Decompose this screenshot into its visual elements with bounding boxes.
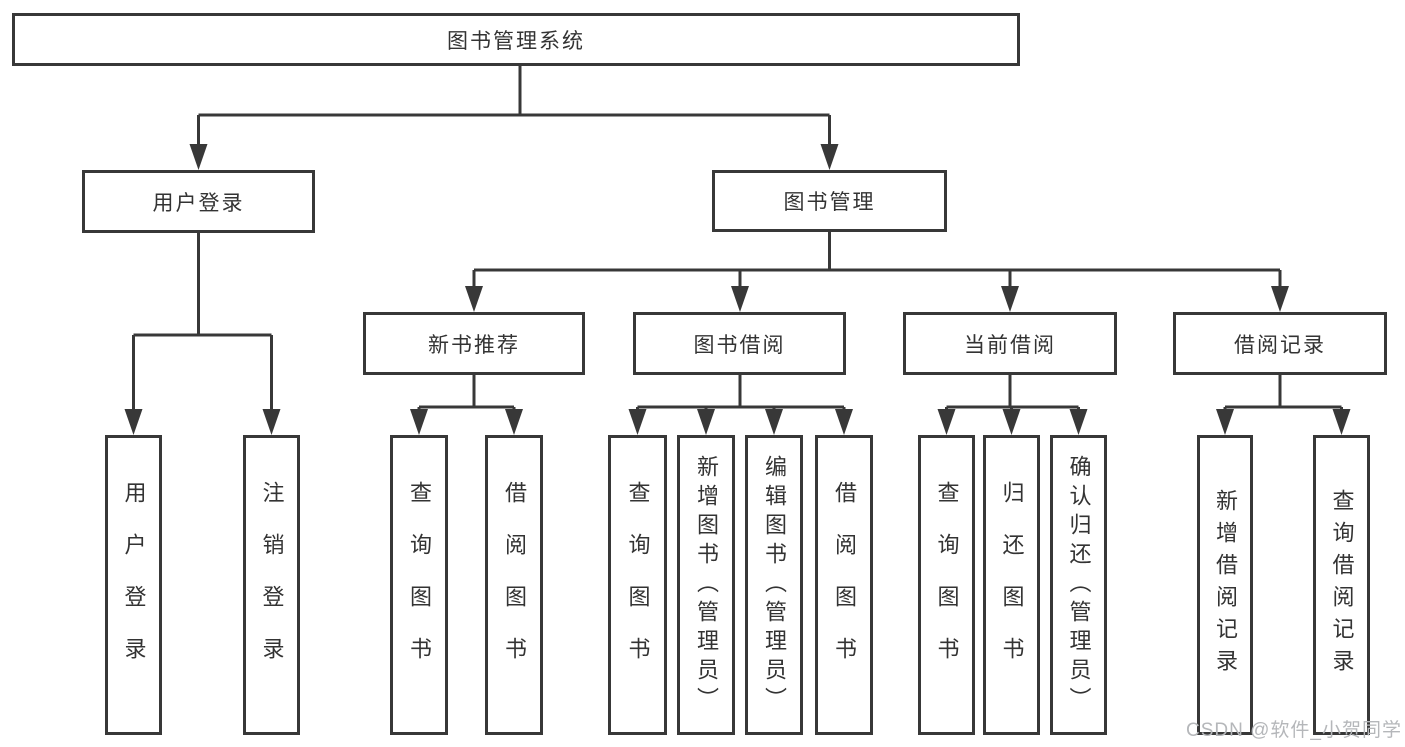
leaf-add-book-admin: 新增图书（管理员） xyxy=(677,435,735,735)
leaf-edit-book-admin-label: 编辑图书（管理员） xyxy=(762,454,787,716)
node-root: 图书管理系统 xyxy=(12,13,1020,66)
watermark: CSDN @软件_小贺同学 xyxy=(1186,720,1402,741)
node-user-login: 用户登录 xyxy=(82,170,315,233)
node-book-borrow-label: 图书借阅 xyxy=(693,333,786,357)
node-root-label: 图书管理系统 xyxy=(447,29,585,53)
leaf-recommend-query-book: 查询图书 xyxy=(390,435,448,735)
leaf-user-login-label: 用户登录 xyxy=(121,481,147,689)
leaf-add-book-admin-label: 新增图书（管理员） xyxy=(694,454,719,716)
leaf-user-login: 用户登录 xyxy=(105,435,162,735)
node-book-borrow: 图书借阅 xyxy=(633,312,846,375)
node-book-management: 图书管理 xyxy=(712,170,947,232)
node-borrow-record: 借阅记录 xyxy=(1173,312,1387,375)
leaf-recommend-borrow-book: 借阅图书 xyxy=(485,435,543,735)
leaf-logout: 注销登录 xyxy=(243,435,300,735)
leaf-add-borrow-record-label: 新增借阅记录 xyxy=(1213,489,1238,681)
leaf-borrow-book-label: 借阅图书 xyxy=(832,481,857,689)
leaf-borrow-query-book-label: 查询图书 xyxy=(625,481,651,689)
leaf-borrow-book: 借阅图书 xyxy=(815,435,873,735)
node-user-login-label: 用户登录 xyxy=(152,191,245,215)
node-borrow-record-label: 借阅记录 xyxy=(1234,333,1326,357)
leaf-current-query-book: 查询图书 xyxy=(918,435,975,735)
leaf-query-borrow-record-label: 查询借阅记录 xyxy=(1329,489,1355,681)
leaf-recommend-borrow-book-label: 借阅图书 xyxy=(502,481,527,689)
leaf-confirm-return-admin-label: 确认归还（管理员） xyxy=(1066,454,1092,716)
leaf-confirm-return-admin: 确认归还（管理员） xyxy=(1050,435,1107,735)
node-new-book-recommend: 新书推荐 xyxy=(363,312,585,375)
leaf-logout-label: 注销登录 xyxy=(259,481,285,689)
leaf-return-book-label: 归还图书 xyxy=(999,481,1025,689)
leaf-query-borrow-record: 查询借阅记录 xyxy=(1313,435,1370,735)
leaf-current-query-book-label: 查询图书 xyxy=(934,481,960,689)
leaf-borrow-query-book: 查询图书 xyxy=(608,435,667,735)
node-new-book-recommend-label: 新书推荐 xyxy=(428,333,520,357)
node-book-management-label: 图书管理 xyxy=(783,191,876,214)
arrowhead-icons xyxy=(124,144,1351,435)
leaf-return-book: 归还图书 xyxy=(983,435,1040,735)
node-current-borrow: 当前借阅 xyxy=(903,312,1117,375)
leaf-edit-book-admin: 编辑图书（管理员） xyxy=(745,435,803,735)
leaf-add-borrow-record: 新增借阅记录 xyxy=(1197,435,1253,735)
leaf-recommend-query-book-label: 查询图书 xyxy=(407,481,432,689)
node-current-borrow-label: 当前借阅 xyxy=(964,333,1056,357)
